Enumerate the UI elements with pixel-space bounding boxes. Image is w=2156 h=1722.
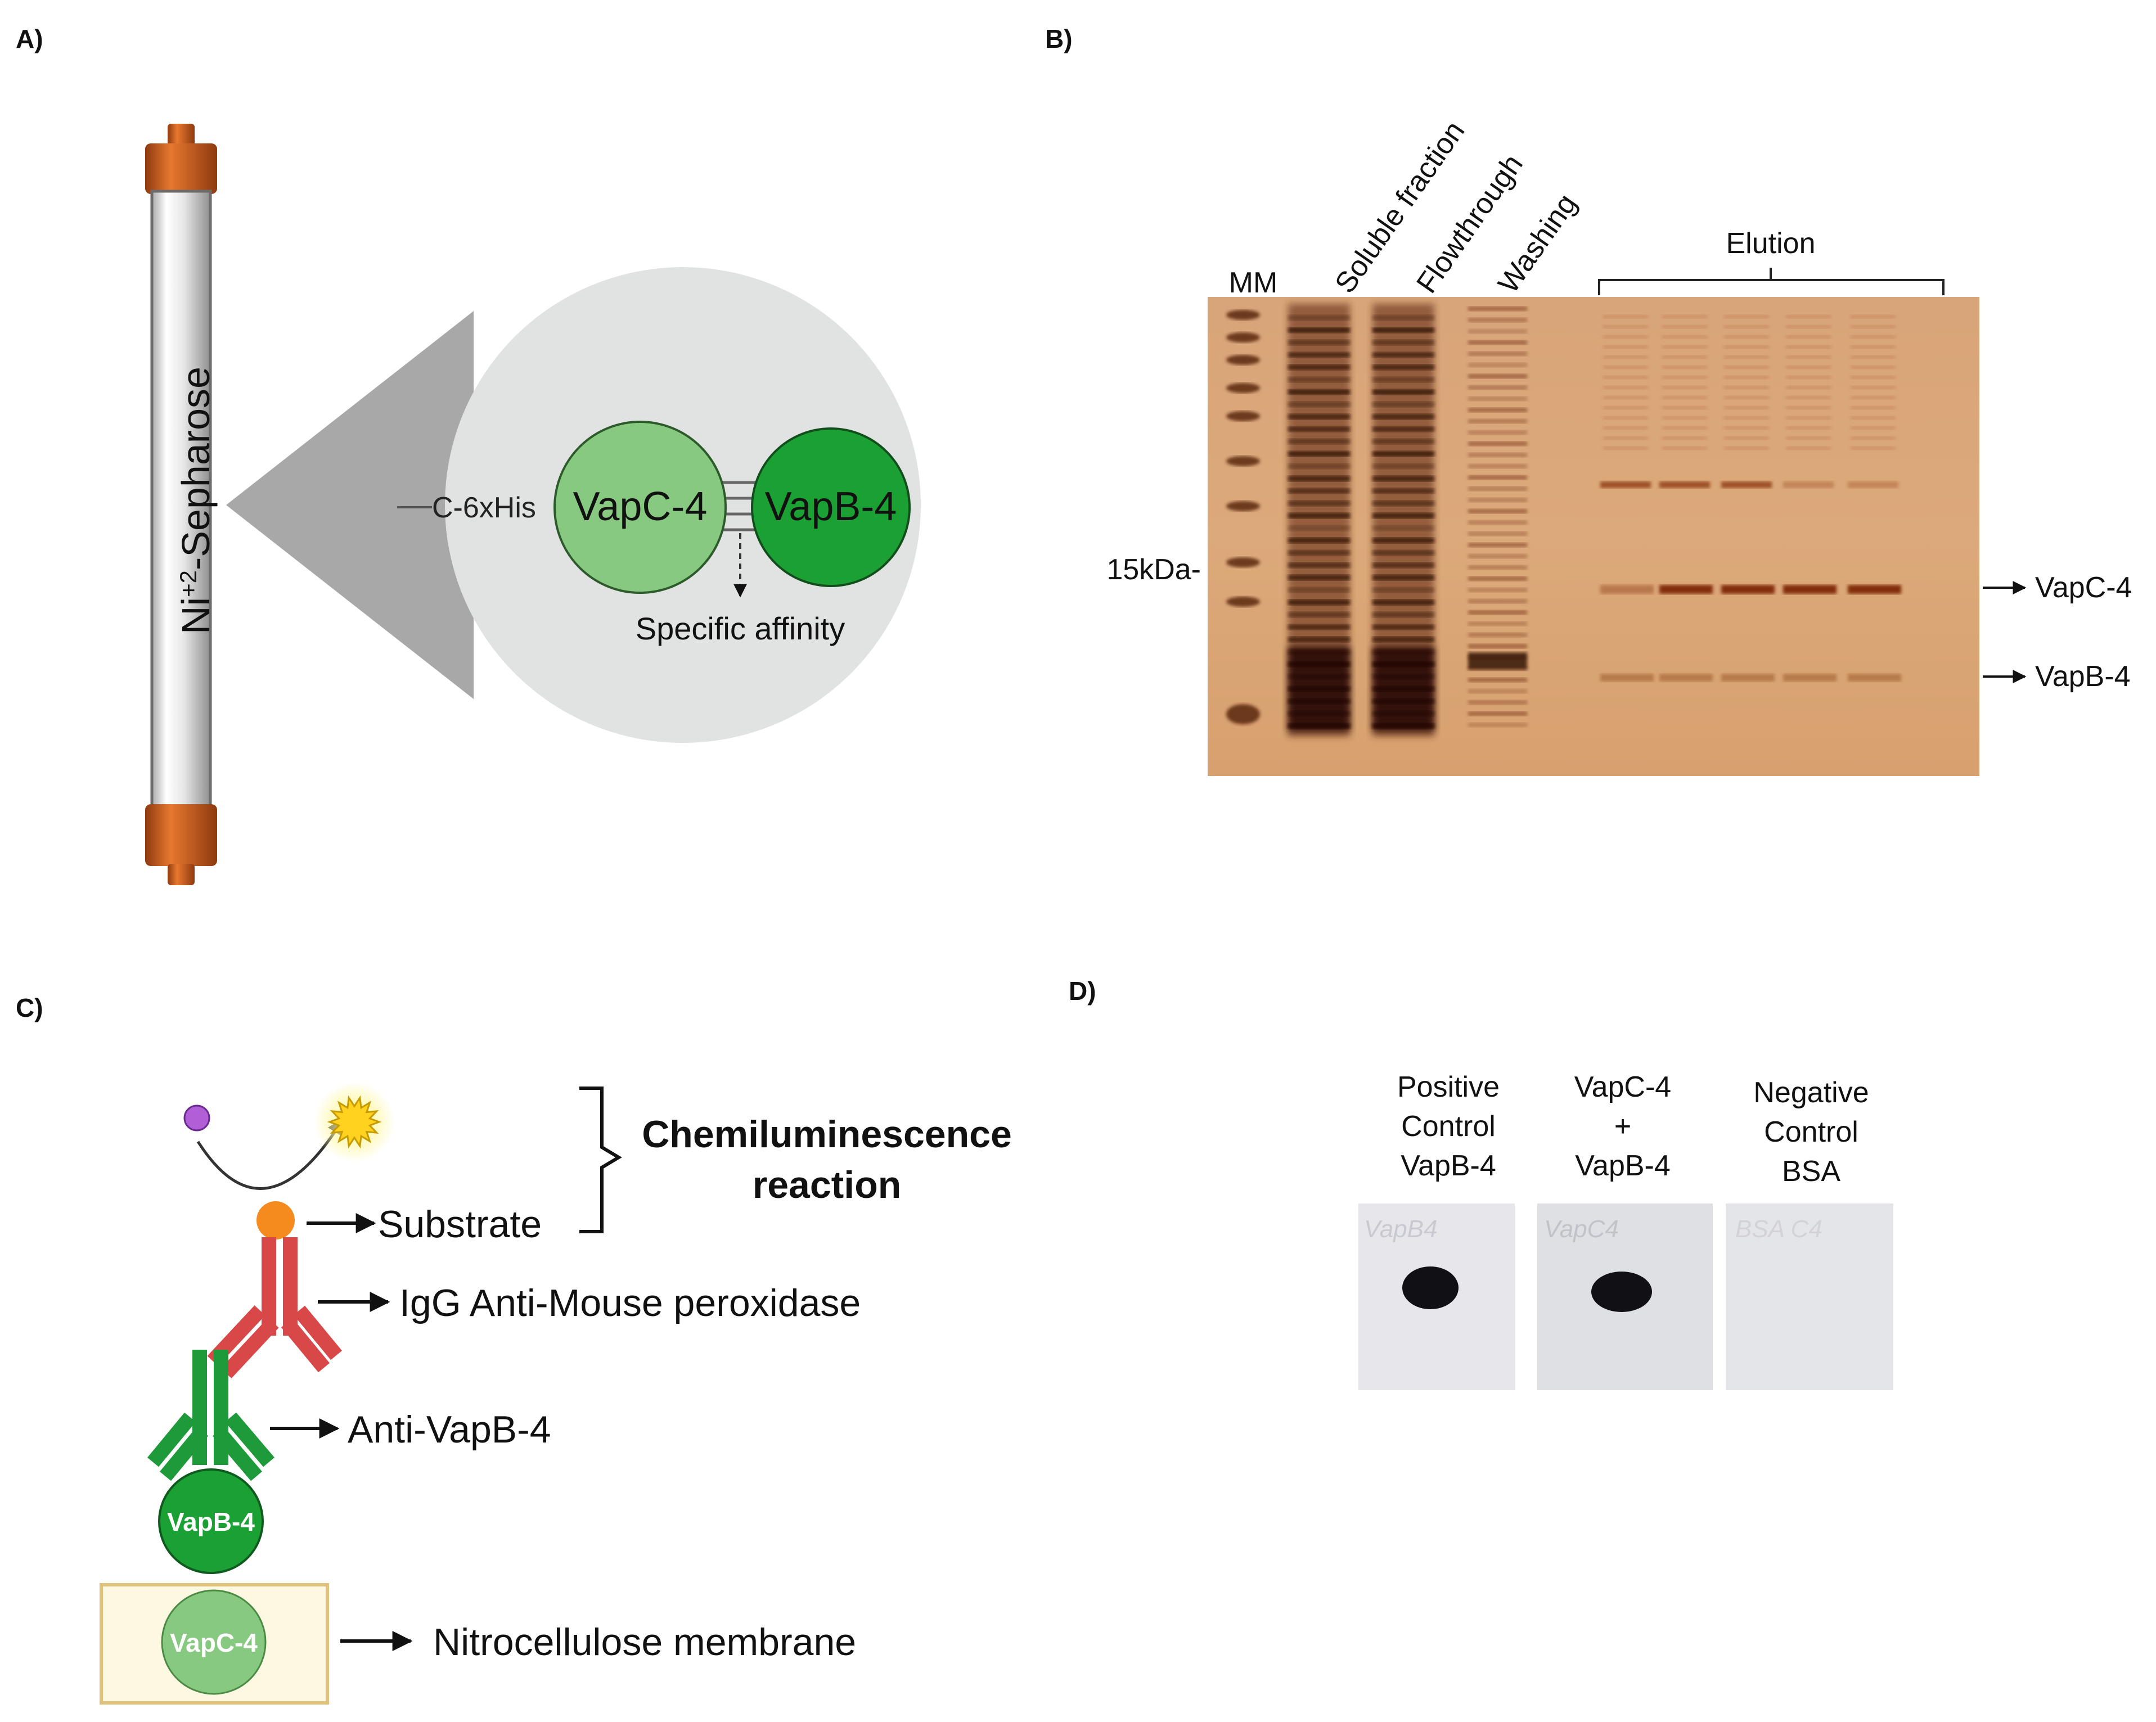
reaction-title-line2: reaction: [753, 1164, 902, 1206]
vapc4-bait: [161, 1589, 267, 1695]
membrane-label: Nitrocellulose membrane: [433, 1621, 856, 1664]
light-burst-icon: [314, 1081, 395, 1162]
blot-strip-3: [1726, 1203, 1893, 1390]
panel-a-label: A): [16, 24, 43, 53]
blot-2-spot: [1591, 1272, 1652, 1312]
column-top-cap: [145, 143, 217, 194]
elution-label: Elution: [1726, 227, 1816, 260]
col3-line3: BSA: [1782, 1155, 1840, 1188]
lane-elution-3: [1721, 315, 1775, 682]
vapb4-band-label: VapB-4: [2035, 660, 2131, 693]
gel-image: [1208, 297, 1979, 776]
column-bottom-cap: [145, 804, 217, 866]
col3-line2: Control: [1764, 1116, 1858, 1148]
primary-label: Anti-VapB-4: [348, 1408, 551, 1451]
vapb4-circle: [751, 427, 911, 587]
lane-elution-5: [1848, 315, 1901, 682]
product-dot: [183, 1105, 210, 1132]
his-tag-label: C-6xHis: [432, 492, 536, 524]
lane-soluble: [1288, 304, 1350, 737]
gel-bands: [1600, 315, 1901, 682]
vapc4-label: VapC-4: [573, 484, 708, 529]
lane-marker: [1226, 310, 1260, 724]
column-label: Ni+2-Sepharose: [174, 367, 218, 634]
blot-2-handwriting: VapC4: [1544, 1215, 1619, 1243]
col1-line2: Control: [1401, 1110, 1496, 1143]
substrate-label: Substrate: [378, 1203, 542, 1246]
blot-1-spot: [1402, 1266, 1459, 1309]
lane-label-washing: Washing: [1492, 188, 1583, 299]
vapb4-label: VapB-4: [765, 484, 897, 529]
panel-d-label: D): [1069, 976, 1096, 1006]
panel-c: C) Substrate Chemiluminescence reaction …: [16, 993, 1012, 1705]
panel-b-label: B): [1045, 24, 1073, 53]
col3-line1: Negative: [1753, 1076, 1869, 1109]
secondary-antibody: [207, 1237, 343, 1378]
column-top-nub: [168, 124, 195, 146]
zoom-cone: [226, 311, 474, 699]
vapc4-bait-label: VapC-4: [170, 1628, 258, 1657]
panel-a: A) Ni+2-Sepharose C-6xHis VapC-4 VapB-4 …: [16, 24, 921, 885]
gel-lanes: [1226, 304, 1527, 737]
blot-1-handwriting: VapB4: [1364, 1215, 1437, 1243]
panel-d: D) Positive Control VapB-4 VapB4 VapC-4 …: [1069, 976, 1893, 1390]
column-bottom-nub: [168, 864, 195, 885]
sepharose-column: Ni+2-Sepharose: [145, 124, 218, 885]
lane-flowthrough: [1372, 304, 1434, 737]
lane-washing: [1468, 306, 1527, 727]
vapc4-band-label: VapC-4: [2035, 571, 2132, 604]
reaction-title-line1: Chemiluminescence: [642, 1113, 1012, 1156]
lane-elution-2: [1659, 315, 1713, 682]
col1-line3: VapB-4: [1401, 1149, 1496, 1182]
lane-elution-1: [1600, 315, 1654, 682]
reaction-arc: [196, 1117, 345, 1190]
lane-label-mm: MM: [1229, 267, 1278, 299]
panel-b: B) MM Soluble fraction Flowthrough Washi…: [1045, 24, 2132, 776]
elution-bracket: [1598, 268, 1945, 295]
substrate-dot: [256, 1201, 295, 1239]
dot-blot-column-1: Positive Control VapB-4 VapB4: [1358, 1071, 1515, 1390]
blot-3-handwriting: BSA C4: [1735, 1215, 1822, 1243]
col2-line1: VapC-4: [1574, 1071, 1671, 1103]
primary-antibody: [147, 1350, 274, 1481]
dot-blot-column-2: VapC-4 + VapB-4 VapC4: [1537, 1071, 1713, 1390]
vapb4-antigen: [158, 1468, 264, 1574]
col1-line1: Positive: [1397, 1071, 1500, 1103]
vapb4-antigen-label: VapB-4: [167, 1507, 255, 1536]
marker-15kda-label: 15kDa-: [1106, 553, 1201, 586]
lane-elution-4: [1783, 315, 1837, 682]
panel-c-label: C): [16, 993, 43, 1022]
dot-blot-column-3: Negative Control BSA BSA C4: [1726, 1076, 1893, 1390]
col2-line2: +: [1614, 1110, 1631, 1143]
secondary-label: IgG Anti-Mouse peroxidase: [399, 1282, 861, 1324]
column-tube: [150, 190, 212, 809]
vapc4-circle: [553, 421, 727, 594]
reaction-brace: [579, 1087, 622, 1233]
affinity-label: Specific affinity: [636, 611, 845, 646]
col2-line3: VapB-4: [1575, 1149, 1671, 1182]
